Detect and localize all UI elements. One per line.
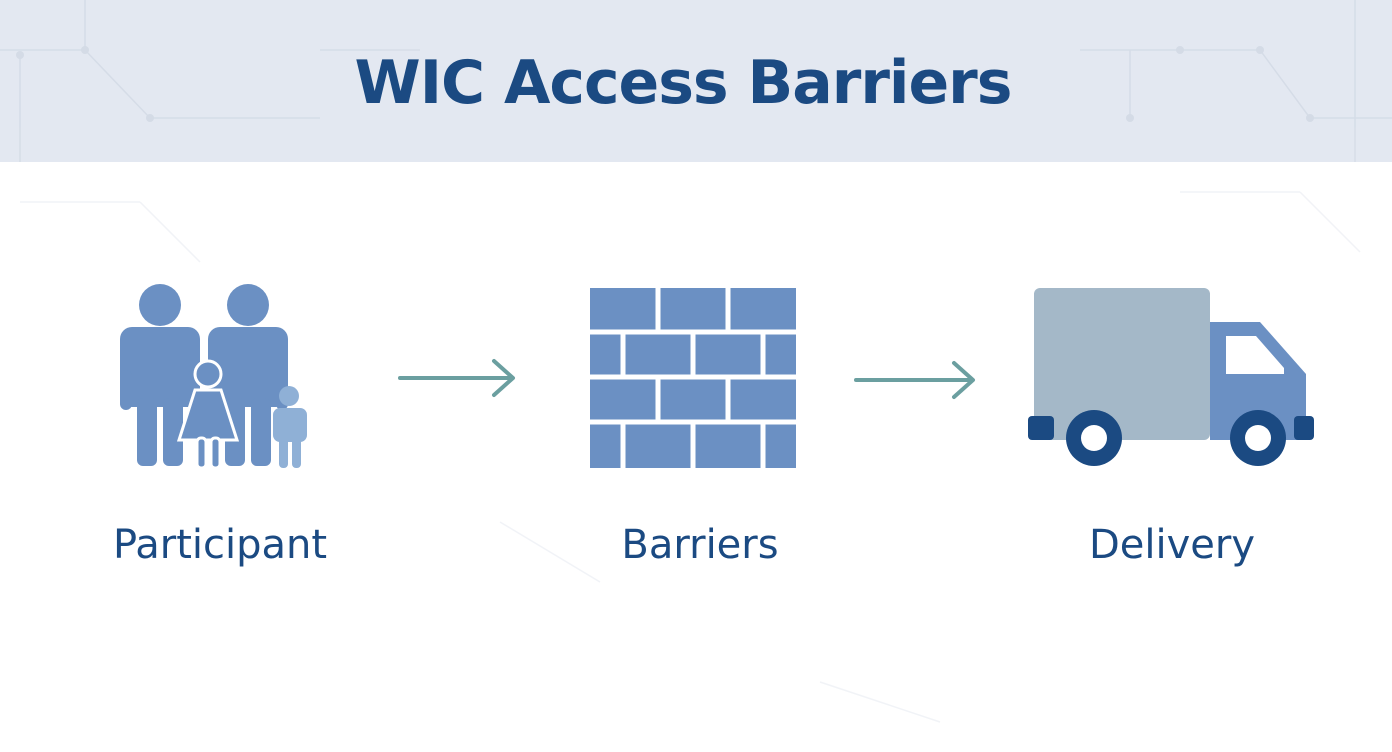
step-label-barriers: Barriers	[621, 522, 779, 568]
right-arrow-icon	[398, 359, 515, 397]
right-arrow-icon	[854, 361, 975, 399]
brick-wall-icon	[590, 288, 796, 468]
step-label-delivery: Delivery	[1088, 522, 1256, 568]
title-banner: WIC Access Barriers	[0, 0, 1392, 162]
network-background-pattern	[0, 0, 1392, 162]
step-label-participant: Participant	[112, 522, 328, 568]
family-icon	[120, 284, 307, 470]
delivery-truck-icon	[1028, 288, 1314, 466]
faint-background-lines	[20, 191, 1361, 723]
page-title: WIC Access Barriers	[354, 48, 1013, 118]
